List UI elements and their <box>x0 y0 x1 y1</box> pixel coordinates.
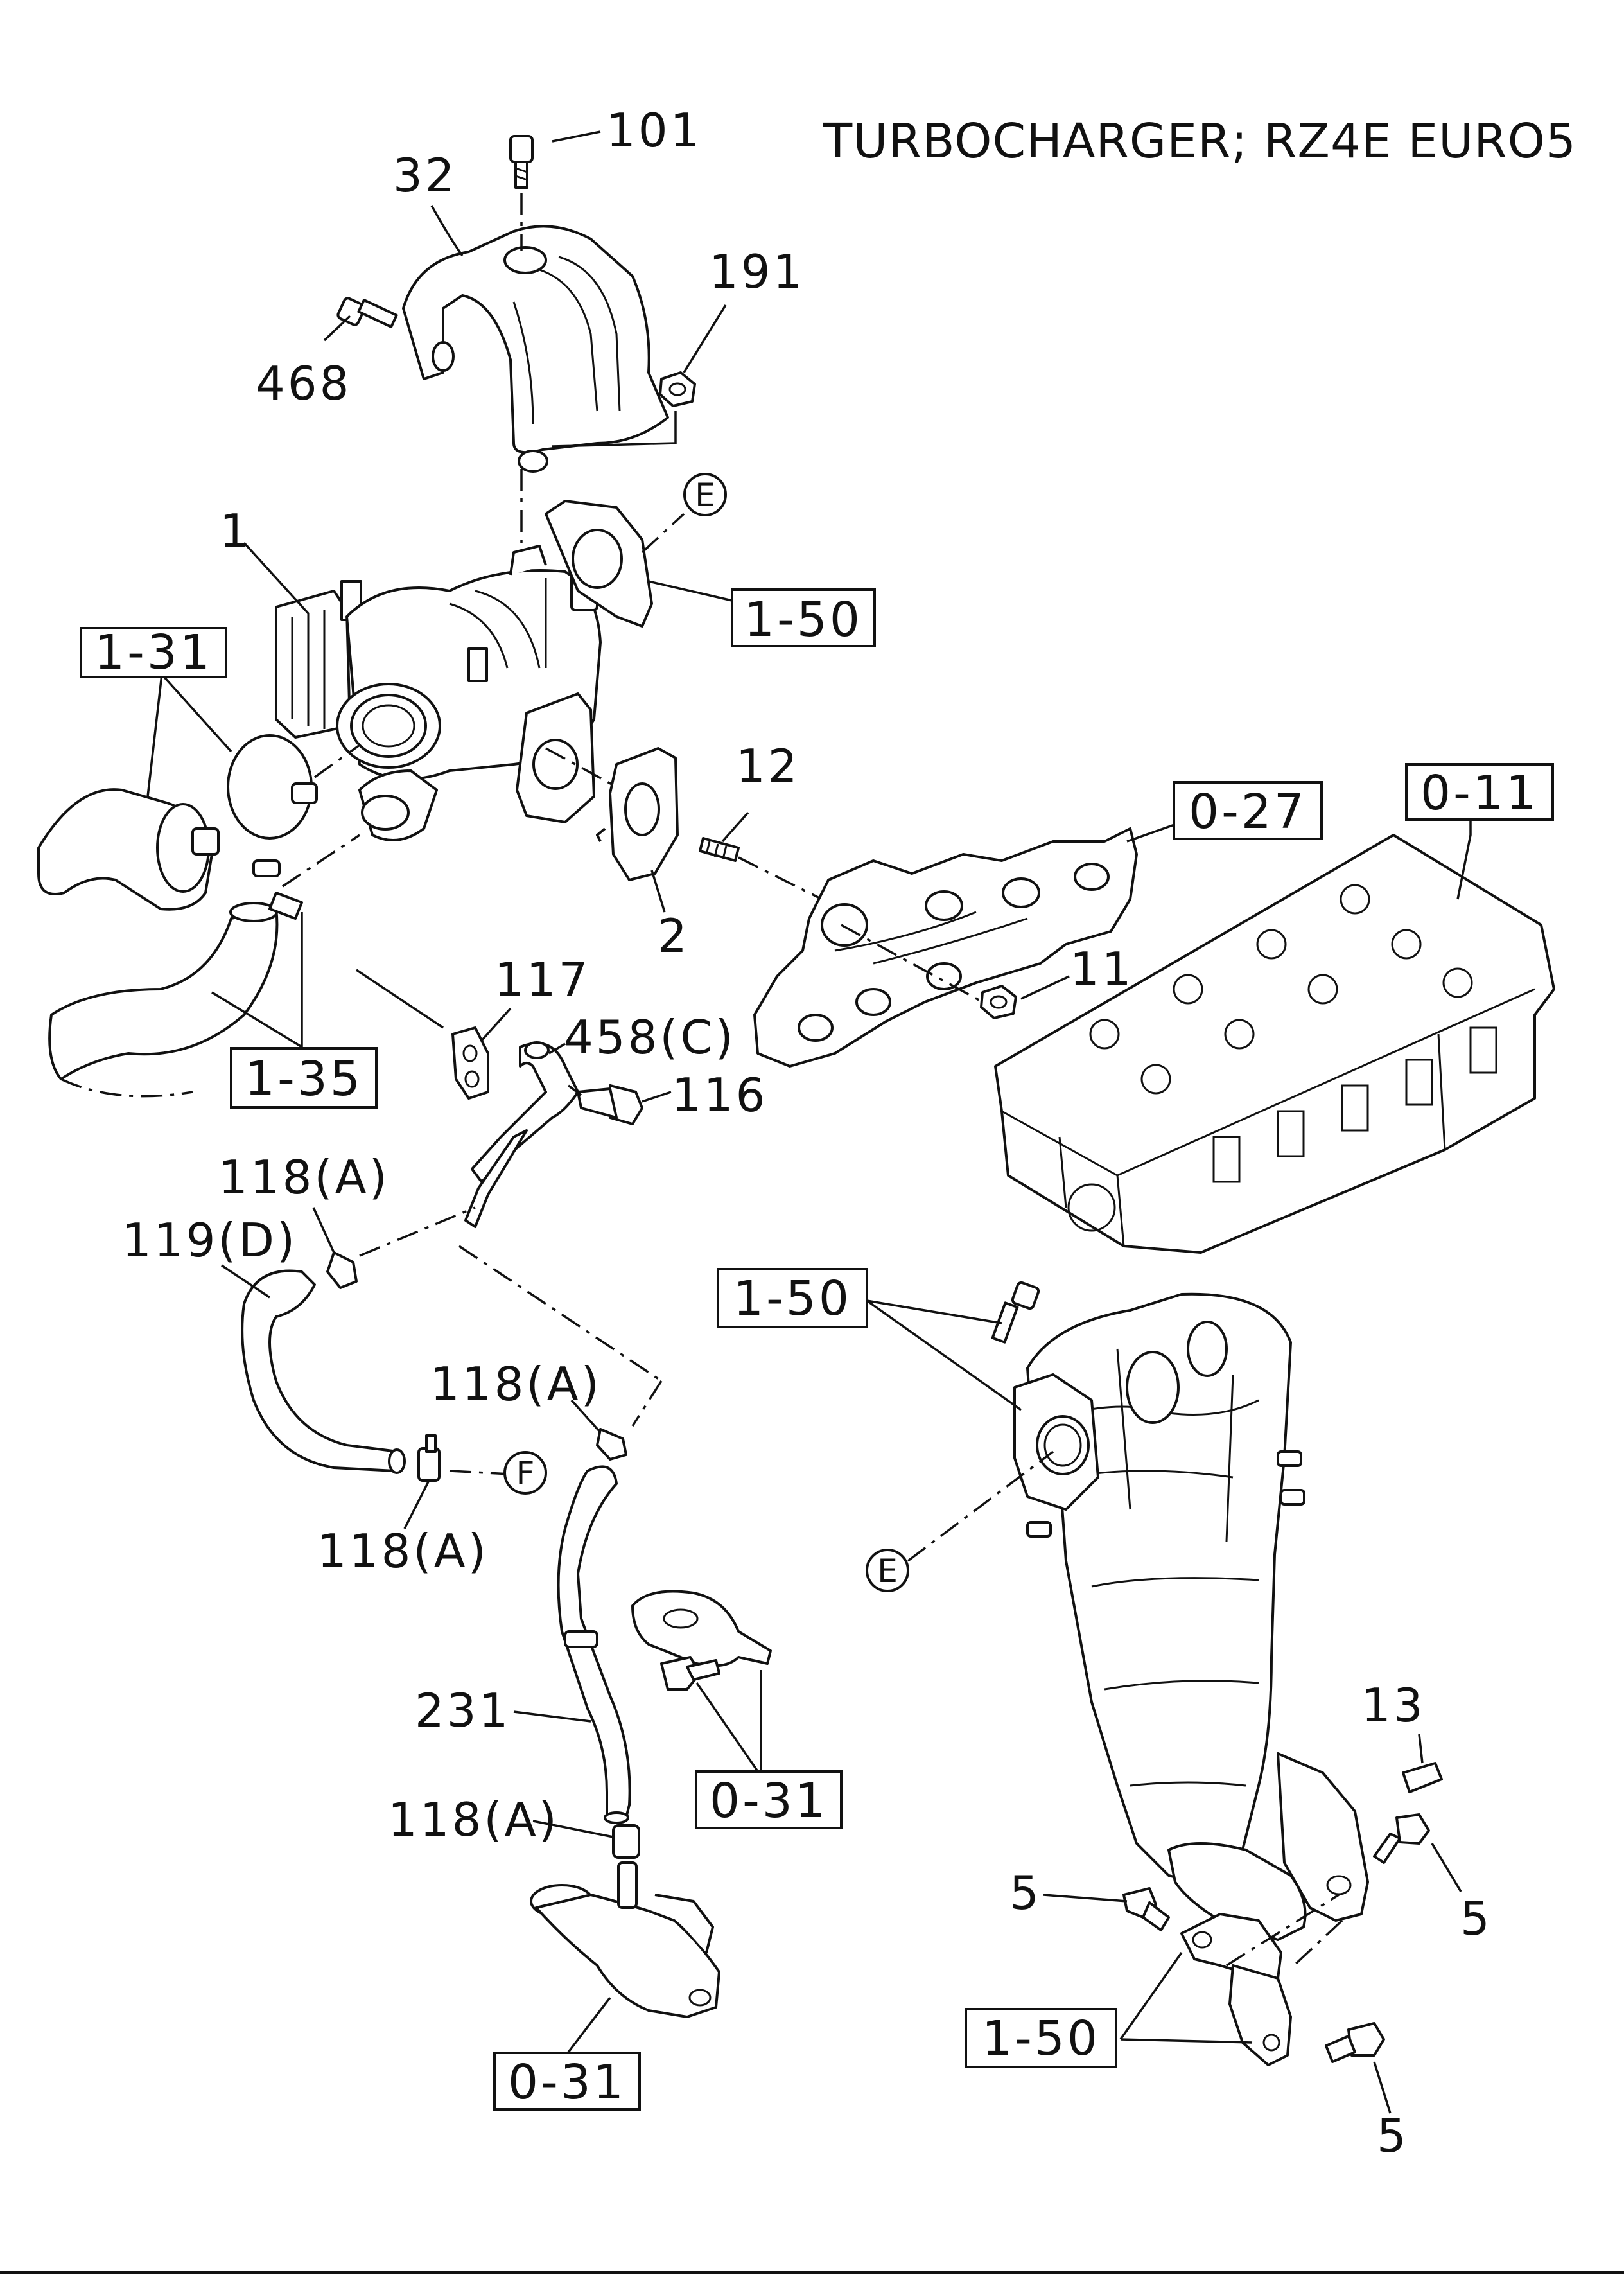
callout-e-top-label: E <box>695 477 715 514</box>
part-label-231: 231 <box>415 1684 511 1737</box>
ref-box-0-31-mid-label: 0-31 <box>710 1773 828 1829</box>
part-label-117: 117 <box>494 953 590 1007</box>
part-label-118a-1: 118(A) <box>218 1150 390 1204</box>
exhaust-manifold <box>753 827 1138 1068</box>
part-label-5-right: 5 <box>1460 1892 1492 1946</box>
bracket-upper <box>631 1590 772 1667</box>
bolt-catalyst-top <box>991 1281 1040 1344</box>
bolt-101 <box>509 135 534 189</box>
stud-12 <box>699 837 740 862</box>
part-label-468: 468 <box>256 356 351 410</box>
part-label-32: 32 <box>393 148 457 202</box>
clamp-118a-3 <box>417 1434 441 1482</box>
catalytic-converter <box>1013 1292 1369 1941</box>
ref-box-0-11-label: 0-11 <box>1420 766 1539 821</box>
part-label-116: 116 <box>672 1068 767 1122</box>
ref-box-1-31-label: 1-31 <box>94 625 213 680</box>
ref-box-0-31-mid: 0-31 <box>695 1770 843 1829</box>
intake-duct <box>37 788 220 911</box>
ref-box-1-50-mid: 1-50 <box>717 1268 868 1328</box>
diagram-title: TURBOCHARGER; RZ4E EURO5 <box>823 114 1576 169</box>
heat-shield <box>402 225 669 473</box>
nut-11 <box>980 985 1017 1019</box>
gasket-117 <box>451 1026 489 1100</box>
callout-e-top: E <box>683 473 727 516</box>
bolt-468 <box>336 297 398 328</box>
turbocharger <box>275 538 602 841</box>
hose-clamp-231 <box>564 1630 598 1648</box>
part-label-5-bottom: 5 <box>1377 2109 1409 2163</box>
part-label-118a-4: 118(A) <box>388 1793 559 1847</box>
ref-box-1-50-bottom: 1-50 <box>965 2008 1117 2068</box>
part-label-12: 12 <box>736 739 800 793</box>
part-label-13: 13 <box>1361 1678 1426 1732</box>
nut-191 <box>659 371 696 407</box>
bolt-13 <box>1402 1762 1443 1793</box>
ref-box-1-50-mid-label: 1-50 <box>733 1271 851 1326</box>
water-pipe-fitting <box>530 1861 720 2018</box>
ref-box-0-31-bottom: 0-31 <box>493 2052 641 2111</box>
part-label-191: 191 <box>709 245 805 299</box>
ref-box-1-35-label: 1-35 <box>245 1051 363 1107</box>
bolt-bracket <box>660 1656 720 1691</box>
ref-box-1-50-bottom-label: 1-50 <box>982 2011 1100 2066</box>
clamp-118a-1 <box>326 1251 358 1289</box>
callout-f-label: F <box>516 1455 535 1492</box>
ref-box-1-35: 1-35 <box>230 1047 378 1109</box>
gasket-upper <box>545 500 653 628</box>
gasket-2 <box>596 747 679 881</box>
part-label-1: 1 <box>220 504 252 558</box>
leader-lines <box>146 130 1472 2114</box>
part-label-118a-3: 118(A) <box>317 1524 489 1578</box>
hose-231 <box>557 1465 631 1824</box>
clamp-118a-2 <box>596 1428 627 1461</box>
ref-box-1-50-top-label: 1-50 <box>744 592 862 647</box>
callout-f: F <box>503 1451 547 1495</box>
clamp-ring <box>227 734 318 840</box>
ref-box-1-31: 1-31 <box>80 625 227 680</box>
ref-box-0-11: 0-11 <box>1405 763 1554 821</box>
part-label-2: 2 <box>658 909 690 963</box>
bolt-5-left <box>1122 1887 1170 1931</box>
bolt-116 <box>577 1084 643 1125</box>
part-label-118a-2: 118(A) <box>430 1357 602 1411</box>
ref-box-0-27-label: 0-27 <box>1189 784 1307 840</box>
part-label-458c: 458(C) <box>564 1010 736 1064</box>
ref-box-0-31-bottom-label: 0-31 <box>508 2055 626 2110</box>
part-label-101: 101 <box>606 103 702 157</box>
part-label-5-left: 5 <box>1009 1866 1042 1920</box>
clamp-118a-4 <box>612 1824 640 1859</box>
hose-clamp <box>252 859 303 920</box>
oil-pipe-458 <box>464 1041 579 1228</box>
cylinder-head <box>994 834 1555 1254</box>
intake-hose <box>48 902 279 1080</box>
part-label-11: 11 <box>1070 942 1134 996</box>
part-label-119d: 119(D) <box>122 1213 297 1267</box>
bolt-5-right <box>1373 1813 1430 1864</box>
catalyst-bracket <box>1180 1913 1292 2066</box>
hose-119d <box>241 1269 406 1474</box>
ref-box-0-27: 0-27 <box>1173 781 1323 840</box>
callout-e-bottom-label: E <box>877 1552 898 1590</box>
callout-e-bottom: E <box>866 1549 909 1592</box>
ref-box-1-50-top: 1-50 <box>731 588 876 647</box>
bolt-5-bottom <box>1325 2022 1385 2063</box>
